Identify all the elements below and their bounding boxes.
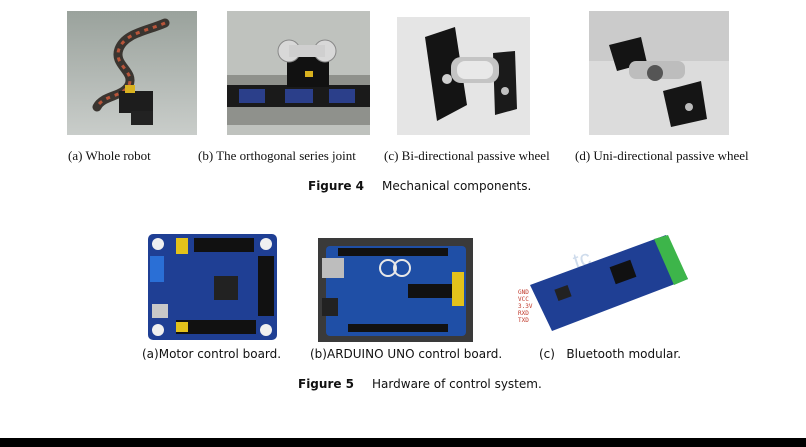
subcaption-orthogonal-joint: (b) The orthogonal series joint <box>198 148 356 163</box>
orthogonal-joint-photo <box>227 11 370 135</box>
subcaption-arduino-uno: (b)ARDUINO UNO control board. <box>310 347 503 361</box>
subcaption-whole-robot: (a) Whole robot <box>68 148 151 163</box>
arduino-uno-photo <box>318 238 473 342</box>
subcaption-unidirectional-wheel: (d) Uni-directional passive wheel <box>575 148 749 163</box>
bidirectional-wheel-photo <box>397 17 530 135</box>
figure-5-number: Figure 5 <box>298 377 355 391</box>
subcaption-bidirectional-wheel: (c) Bi-directional passive wheel <box>384 148 550 163</box>
unidirectional-wheel-photo <box>589 11 729 135</box>
pin-label-rxd: RXD <box>518 310 529 317</box>
pin-label-txd: TXD <box>518 317 529 324</box>
figure-4-caption: Figure 4 Mechanical components. <box>308 179 531 193</box>
figure-4-text: Mechanical components. <box>382 179 532 193</box>
figure-4-number: Figure 4 <box>308 179 365 193</box>
bluetooth-module-photo: tc GND VCC 3.3V RXD TXD <box>516 229 693 341</box>
whole-robot-photo <box>67 11 197 135</box>
pin-label-vcc: VCC <box>518 296 529 303</box>
page-bottom-border <box>0 438 806 447</box>
subcaption-motor-board: (a)Motor control board. <box>142 347 282 361</box>
subcaption-bluetooth: (c) Bluetooth modular. <box>539 347 682 361</box>
pin-label-gnd: GND <box>518 289 529 296</box>
figure-5-text: Hardware of control system. <box>372 377 542 391</box>
figure-5-caption: Figure 5 Hardware of control system. <box>298 377 542 391</box>
motor-control-board-photo <box>146 232 279 342</box>
bluetooth-pin-labels: GND VCC 3.3V RXD TXD <box>518 289 532 324</box>
pin-label-3v3: 3.3V <box>518 303 533 310</box>
